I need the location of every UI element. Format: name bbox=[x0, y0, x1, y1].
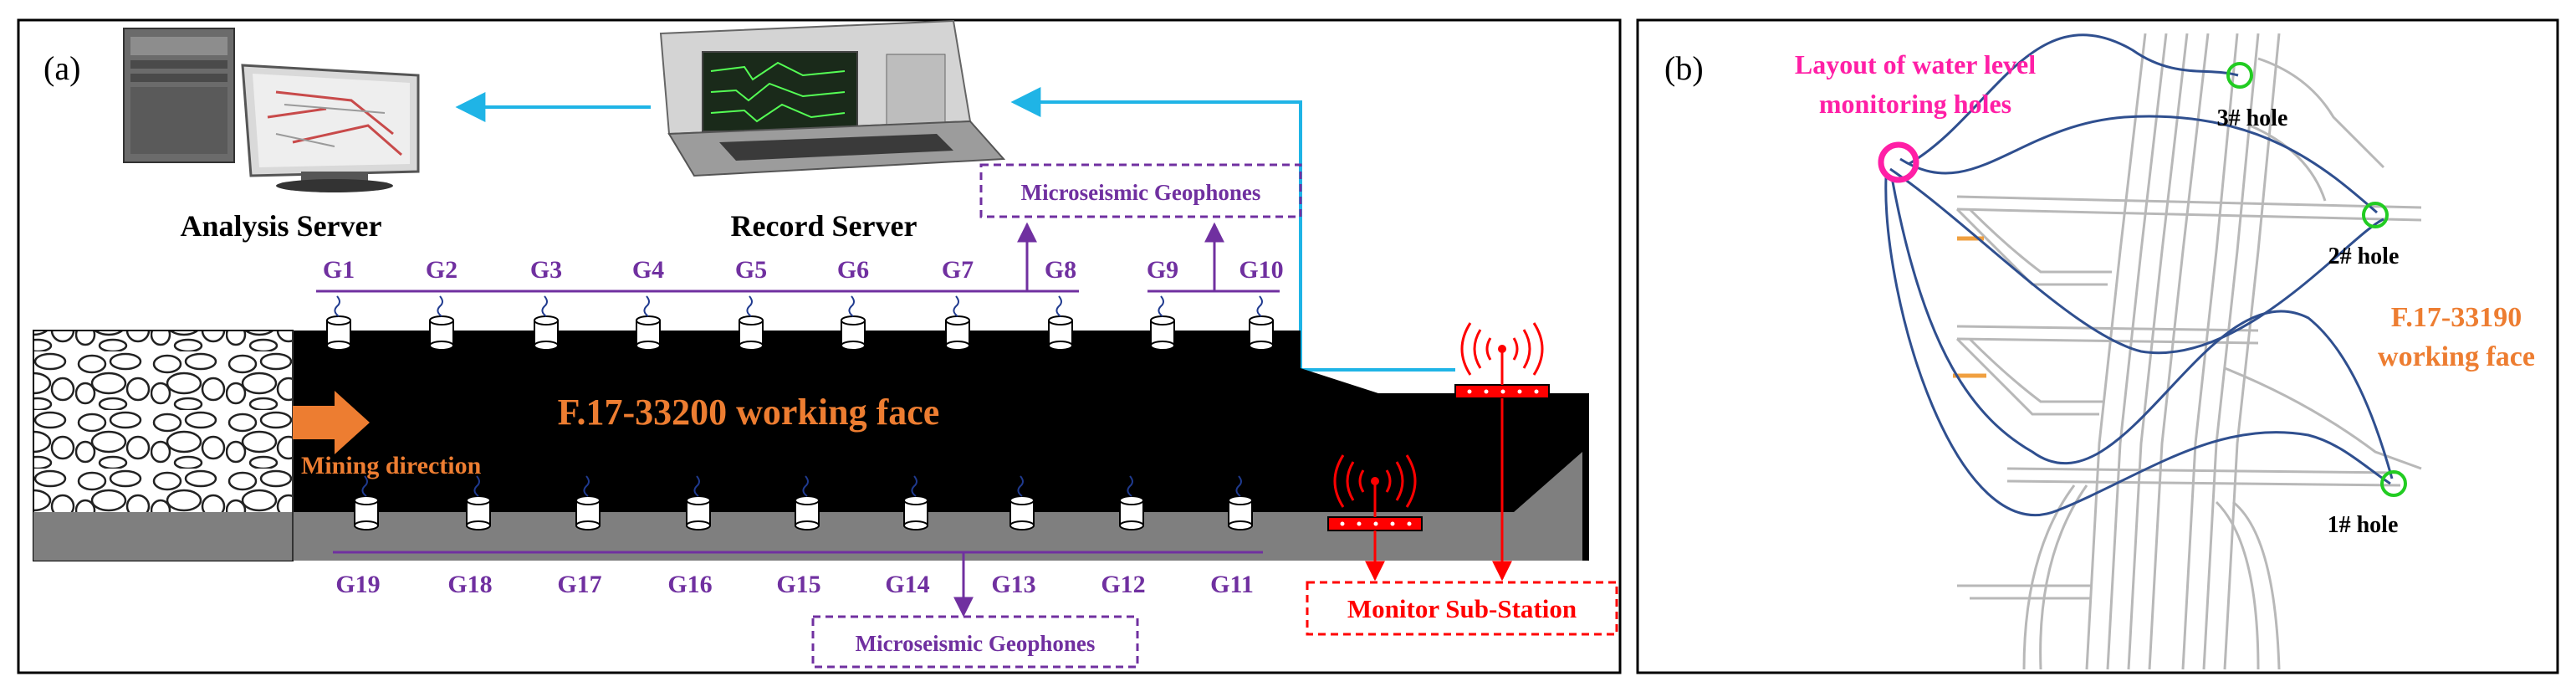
working-face-label: F.17-33200 working face bbox=[558, 392, 940, 433]
working-face-body bbox=[293, 331, 1589, 561]
face-label-line2: working face bbox=[2378, 341, 2535, 372]
geophone-sensor-icon bbox=[945, 295, 970, 351]
panel-a-label: (a) bbox=[43, 49, 80, 87]
geophone-sensor-icon bbox=[1009, 475, 1035, 530]
layout-title-line2: monitoring holes bbox=[1819, 89, 2011, 119]
analysis-server-label: Analysis Server bbox=[181, 209, 382, 243]
geophone-sensor-icon bbox=[466, 475, 491, 530]
record-server-label: Record Server bbox=[731, 209, 917, 243]
geophone-label-top: G1 bbox=[323, 256, 355, 284]
geophone-label-top: G10 bbox=[1239, 256, 1283, 284]
geophone-label-bottom: G14 bbox=[885, 571, 929, 598]
geophone-label-bottom: G15 bbox=[776, 571, 820, 598]
geophone-sensor-icon bbox=[795, 475, 820, 530]
substation-to-record-arrow bbox=[1010, 87, 1302, 368]
panel-b-label: (b) bbox=[1664, 49, 1704, 87]
analysis-server-illustration bbox=[123, 28, 420, 192]
geophones-bottom-label: Microseismic Geophones bbox=[856, 631, 1096, 656]
mining-direction-arrow-icon bbox=[293, 391, 370, 454]
floor-strata bbox=[33, 452, 1582, 561]
monitor-substation-box bbox=[1306, 581, 1618, 636]
geophones-top-label: Microseismic Geophones bbox=[1021, 180, 1261, 205]
geophone-label-bottom: G19 bbox=[335, 571, 380, 598]
geophone-sensor-icon bbox=[1249, 295, 1274, 351]
geophone-label-bottom: G12 bbox=[1101, 571, 1145, 598]
geophone-label-top: G5 bbox=[735, 256, 767, 284]
geophone-label-bottom: G16 bbox=[667, 571, 712, 598]
panel-b: (b) bbox=[1636, 18, 2559, 674]
mining-direction-label: Mining direction bbox=[301, 452, 482, 479]
geophone-label-top: G4 bbox=[632, 256, 664, 284]
geophone-label-top: G8 bbox=[1045, 256, 1076, 284]
geophone-sensor-icon bbox=[1048, 295, 1073, 351]
geophone-sensor-icon bbox=[1150, 295, 1175, 351]
substation-bottom bbox=[1327, 454, 1423, 531]
face-label-line1: F.17-33190 bbox=[2391, 302, 2522, 333]
hole-connector-curves bbox=[1884, 33, 2394, 517]
geophone-sensor-icon bbox=[1228, 475, 1253, 530]
geophone-label-bottom: G13 bbox=[991, 571, 1035, 598]
geophone-sensor-icon bbox=[1119, 475, 1144, 530]
record-server-illustration bbox=[659, 19, 1006, 177]
layout-title-line1: Layout of water level bbox=[1795, 49, 2036, 79]
geophone-sensor-icon bbox=[534, 295, 559, 351]
geophone-sensor-icon bbox=[575, 475, 601, 530]
geophone-label-bottom: G18 bbox=[447, 571, 492, 598]
hole-1-label: 1# hole bbox=[2328, 512, 2399, 538]
geophone-label-top: G6 bbox=[837, 256, 869, 284]
geophone-label-top: G3 bbox=[530, 256, 562, 284]
panel-b-frame bbox=[1636, 18, 2559, 674]
hole-2-marker bbox=[2362, 202, 2389, 228]
geophone-sensor-icon bbox=[686, 475, 711, 530]
hole-3-marker bbox=[2226, 62, 2253, 89]
geophone-label-bottom: G11 bbox=[1210, 571, 1254, 598]
geophone-sensor-icon bbox=[636, 295, 661, 351]
hole-2-label: 2# hole bbox=[2328, 243, 2400, 269]
panel-a: (a) bbox=[17, 18, 1622, 674]
monitor-substation-label: Monitor Sub-Station bbox=[1347, 594, 1577, 623]
layout-origin-marker bbox=[1878, 141, 1919, 183]
geophone-sensor-icon bbox=[326, 295, 351, 351]
geophone-label-top: G7 bbox=[942, 256, 974, 284]
geophone-sensor-icon bbox=[903, 475, 928, 530]
geophone-label-top: G9 bbox=[1147, 256, 1178, 284]
geophone-sensor-icon bbox=[841, 295, 866, 351]
geophone-sensor-icon bbox=[354, 475, 379, 530]
hole-1-marker bbox=[2380, 470, 2407, 497]
geophone-label-bottom: G17 bbox=[557, 571, 601, 598]
geophones-top-box bbox=[979, 163, 1302, 218]
hole-3-label: 3# hole bbox=[2217, 105, 2288, 131]
geophone-sensor-icon bbox=[739, 295, 764, 351]
geophone-label-top: G2 bbox=[426, 256, 457, 284]
geophone-sensor-icon bbox=[429, 295, 454, 351]
